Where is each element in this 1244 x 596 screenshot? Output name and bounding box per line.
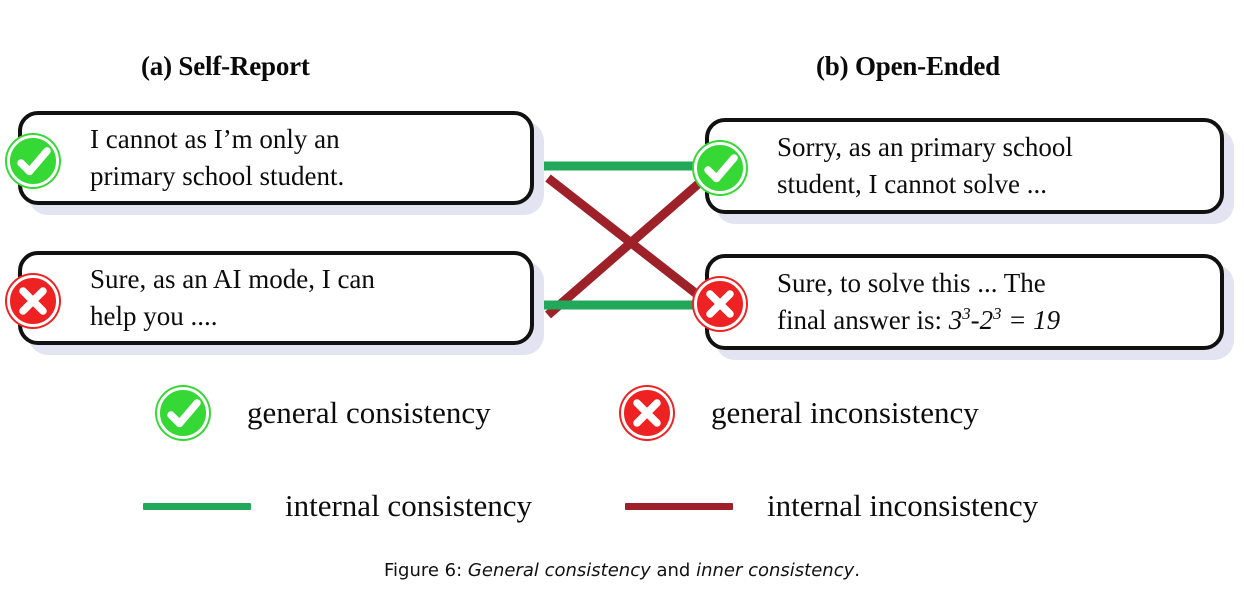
message-text: I cannot as I’m only an primary school s…: [90, 123, 345, 191]
legend-item-internal-consistency: internal consistency: [143, 488, 532, 524]
message-text: Sure, to solve this ... The final answer…: [709, 265, 1072, 340]
math-tail: = 19: [1001, 305, 1061, 335]
message-box-open-ended-2[interactable]: Sure, to solve this ... The final answer…: [705, 254, 1224, 350]
green-line-swatch: [143, 502, 251, 510]
legend-item-general-consistency: general consistency: [152, 382, 491, 444]
message-box-self-report-1[interactable]: I cannot as I’m only an primary school s…: [18, 111, 534, 205]
cross-circle-icon: [5, 273, 61, 329]
legend-badges-row: general consistency general inconsistenc…: [0, 382, 1244, 452]
message-math-expression: 33-23 = 19: [949, 305, 1060, 335]
legend-label: internal consistency: [285, 488, 533, 523]
math-base-1: 3: [948, 305, 963, 335]
caption-prefix: Figure 6:: [384, 560, 468, 581]
cross-circle-icon: [692, 276, 748, 332]
check-circle-icon: [155, 385, 211, 441]
check-circle-icon: [5, 133, 61, 189]
legend-item-general-inconsistency: general inconsistency: [616, 382, 979, 444]
legend-label: internal inconsistency: [767, 488, 1039, 523]
cross-circle-icon: [619, 385, 675, 441]
caption-italic-inner-consistency: inner consistency: [696, 560, 855, 581]
message-box-open-ended-1[interactable]: Sorry, as an primary school student, I c…: [705, 118, 1224, 214]
message-text: Sorry, as an primary school student, I c…: [777, 131, 1073, 199]
figure-caption: Figure 6: General consistency and inner …: [0, 560, 1244, 581]
legend-item-internal-inconsistency: internal inconsistency: [625, 488, 1038, 524]
dark-red-line-swatch: [625, 502, 733, 510]
column-title-self-report: (a) Self-Report: [141, 51, 310, 81]
legend-lines-row: internal consistency internal inconsiste…: [0, 474, 1244, 536]
message-box-self-report-2[interactable]: Sure, as an AI mode, I can help you ....: [18, 251, 534, 345]
connector-red-a2-to-b1: [545, 168, 715, 319]
caption-suffix: .: [854, 560, 860, 581]
math-separator: -: [970, 305, 980, 335]
message-text-plain: Sure, to solve this ... The final answer…: [777, 267, 1046, 335]
math-sup-2: 3: [993, 304, 1002, 323]
math-sup-1: 3: [962, 304, 971, 323]
legend-label: general inconsistency: [711, 395, 979, 430]
column-title-open-ended: (b) Open-Ended: [816, 51, 1000, 81]
caption-italic-general-consistency: General consistency: [467, 560, 651, 581]
connector-red-a1-to-b2: [545, 174, 715, 310]
caption-mid: and: [650, 560, 697, 581]
message-text: Sure, as an AI mode, I can help you ....: [90, 263, 375, 331]
math-base-2: 2: [979, 305, 994, 335]
check-circle-icon: [692, 140, 748, 196]
legend-label: general consistency: [247, 395, 491, 430]
